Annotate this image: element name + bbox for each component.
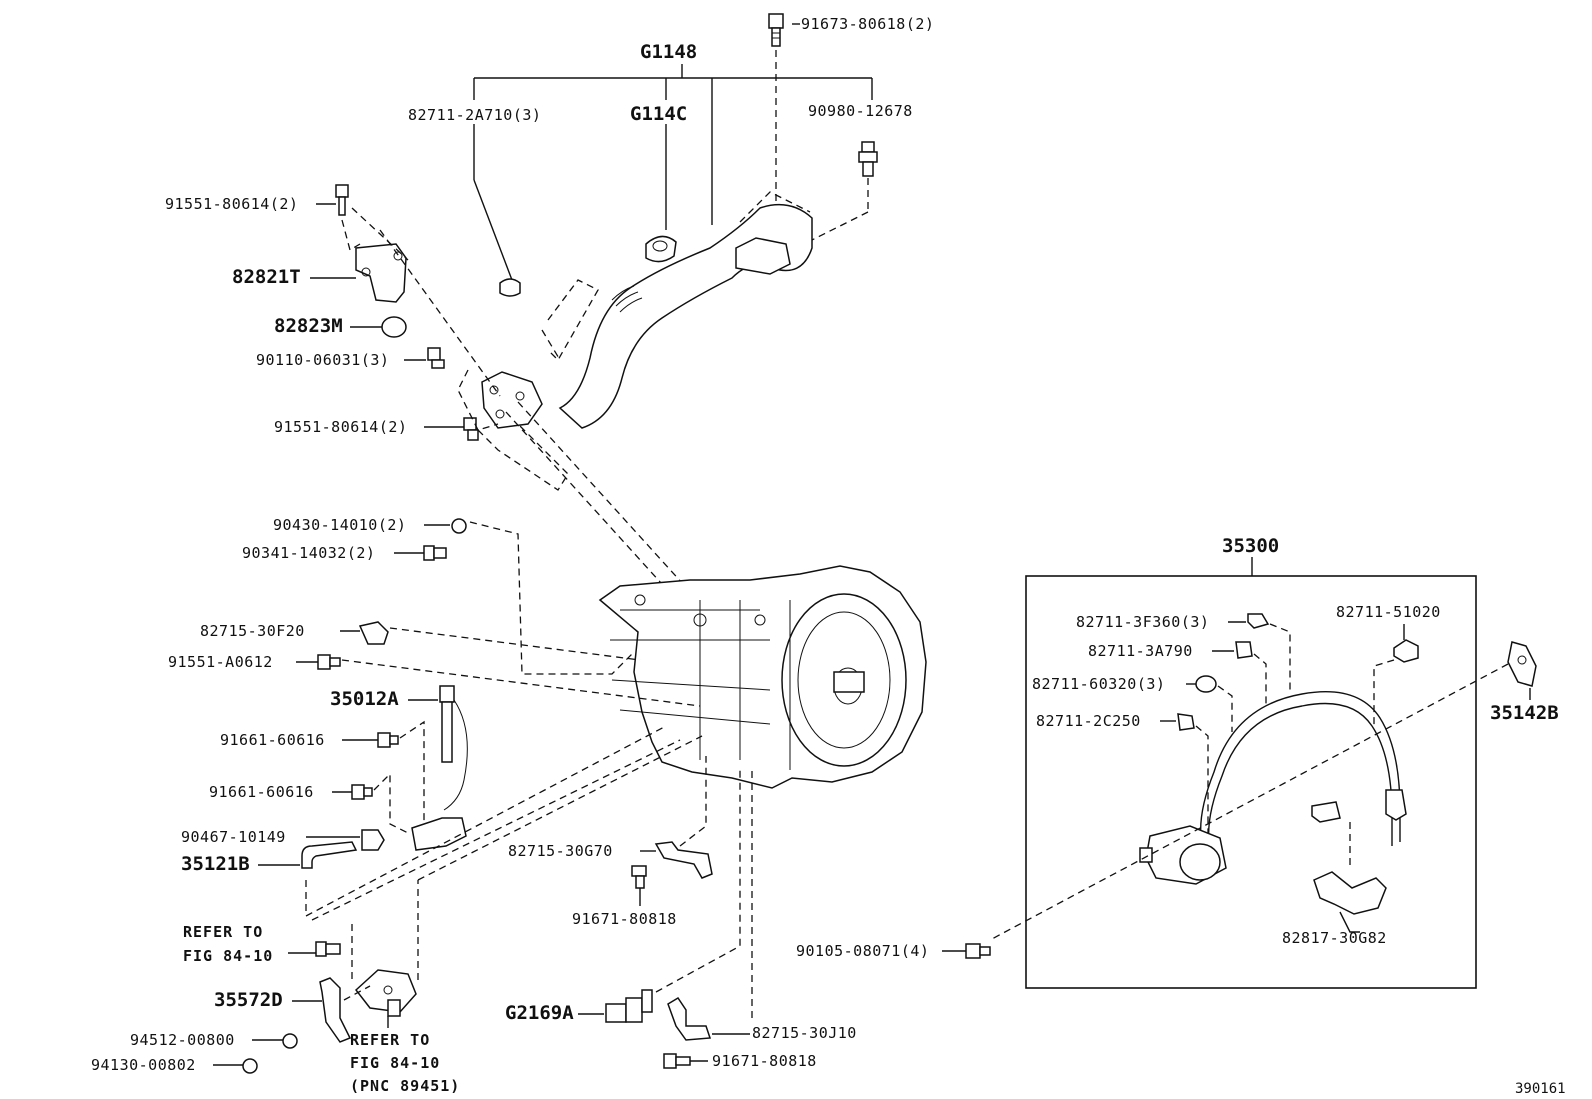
transmission-assembly-icon (598, 565, 927, 789)
cap-82823m-icon (381, 316, 407, 338)
label-91551-80614-mid[interactable]: 91551-80614(2) (274, 418, 407, 436)
label-82711-2c250[interactable]: 82711-2C250 (1036, 712, 1141, 730)
clip-82711-2a710-icon (499, 278, 521, 297)
label-82715-30f20[interactable]: 82715-30F20 (200, 622, 305, 640)
label-91661-60616-a[interactable]: 91661-60616 (220, 731, 325, 749)
bolt-91671-b-icon (663, 1053, 691, 1069)
label-fig-84-10-1[interactable]: FIG 84-10 (183, 947, 273, 965)
sensor-35012a-icon (439, 685, 468, 811)
label-90467-10149[interactable]: 90467-10149 (181, 828, 286, 846)
bolt-91671-a-icon (631, 865, 647, 889)
grommet-g114c-icon (645, 235, 677, 263)
bolt-91673-icon (768, 13, 784, 47)
label-94512-00800[interactable]: 94512-00800 (130, 1031, 235, 1049)
lever-35572d-icon (319, 977, 352, 1043)
label-g1148[interactable]: G1148 (640, 41, 697, 63)
bracket-35142b-icon (1507, 641, 1537, 687)
actuator-assembly-box (1025, 575, 1477, 989)
label-82711-51020[interactable]: 82711-51020 (1336, 603, 1441, 621)
label-refer-to-1[interactable]: REFER TO (183, 923, 263, 941)
bolt-90341-icon (423, 545, 447, 561)
wire-harness-g1148-icon (558, 203, 813, 429)
label-91551-a0612[interactable]: 91551-A0612 (168, 653, 273, 671)
label-90105-08071[interactable]: 90105-08071(4) (796, 942, 929, 960)
label-82715-30g70[interactable]: 82715-30G70 (508, 842, 613, 860)
g1148-bracket-lines (473, 64, 873, 281)
clip-82711-60320-icon (1195, 675, 1217, 693)
label-35142b[interactable]: 35142B (1490, 702, 1559, 724)
label-g114c[interactable]: G114C (630, 103, 687, 125)
label-35572d[interactable]: 35572D (214, 989, 283, 1011)
clamp-82715-30f20-icon (358, 621, 389, 645)
clip-82711-3a790-icon (1235, 641, 1253, 659)
switch-pnc-89451-icon (354, 969, 417, 1017)
label-35300[interactable]: 35300 (1222, 535, 1279, 557)
bolt-91661-b-icon (351, 784, 373, 800)
bracket-82715-30j10-icon (667, 996, 712, 1041)
label-90110-06031[interactable]: 90110-06031(3) (256, 351, 389, 369)
figure-number[interactable]: 390161 (1515, 1081, 1566, 1097)
label-90980-12678[interactable]: 90980-12678 (808, 102, 913, 120)
label-82711-3f360[interactable]: 82711-3F360(3) (1076, 613, 1209, 631)
harness-cable-icon (1200, 691, 1407, 857)
clip-82711-51020-icon (1393, 639, 1419, 663)
tube-35121b-icon (301, 841, 358, 869)
bolt-91551-a0612-icon (317, 654, 341, 670)
washer-90430-icon (451, 518, 467, 534)
label-82715-30j10[interactable]: 82715-30J10 (752, 1024, 857, 1042)
label-g2169a[interactable]: G2169A (505, 1002, 574, 1024)
bracket-82715-30g70-icon (654, 841, 713, 879)
clip-82711-3f360-icon (1247, 613, 1270, 629)
label-82817-30g82[interactable]: 82817-30G82 (1282, 929, 1387, 947)
bracket-82821t-icon (355, 243, 407, 303)
label-82823m[interactable]: 82823M (274, 315, 343, 337)
sensor-plug-90980-icon (858, 141, 878, 177)
bolt-90105-icon (965, 943, 991, 959)
label-94130-00802[interactable]: 94130-00802 (91, 1056, 196, 1074)
bolt-refer-1-icon (315, 941, 341, 957)
label-35121b[interactable]: 35121B (181, 853, 250, 875)
label-pnc-89451[interactable]: (PNC 89451) (350, 1077, 460, 1095)
bolt-90110-icon (427, 347, 445, 369)
connector-82817-icon (1313, 871, 1387, 915)
label-91671-80818-a[interactable]: 91671-80818 (572, 910, 677, 928)
label-91673-80618[interactable]: 91673-80618(2) (801, 15, 934, 33)
label-91671-80818-b[interactable]: 91671-80818 (712, 1052, 817, 1070)
bolt-91551-mid-icon (463, 417, 479, 441)
bolt-91661-a-icon (377, 732, 399, 748)
bracket-sensor-mount-icon (411, 817, 467, 851)
actuator-motor-icon (1139, 825, 1227, 885)
label-82711-3a790[interactable]: 82711-3A790 (1088, 642, 1193, 660)
label-35012a[interactable]: 35012A (330, 688, 399, 710)
label-91551-80614-top[interactable]: 91551-80614(2) (165, 195, 298, 213)
label-91661-60616-b[interactable]: 91661-60616 (209, 783, 314, 801)
label-90341-14032[interactable]: 90341-14032(2) (242, 544, 375, 562)
label-82711-2a710[interactable]: 82711-2A710(3) (408, 106, 541, 124)
bolt-91551-top-icon (335, 184, 349, 216)
label-90430-14010[interactable]: 90430-14010(2) (273, 516, 406, 534)
nut-94130-icon (242, 1058, 258, 1074)
connector-cluster-icon (481, 371, 543, 429)
washer-94512-icon (282, 1033, 298, 1049)
label-82711-60320[interactable]: 82711-60320(3) (1032, 675, 1165, 693)
label-refer-to-2[interactable]: REFER TO (350, 1031, 430, 1049)
clip-82711-2c250-icon (1177, 713, 1195, 731)
plug-g2169a-icon (605, 989, 653, 1023)
label-82821t[interactable]: 82821T (232, 266, 301, 288)
label-fig-84-10-2[interactable]: FIG 84-10 (350, 1054, 440, 1072)
clip-90467-icon (361, 829, 385, 851)
